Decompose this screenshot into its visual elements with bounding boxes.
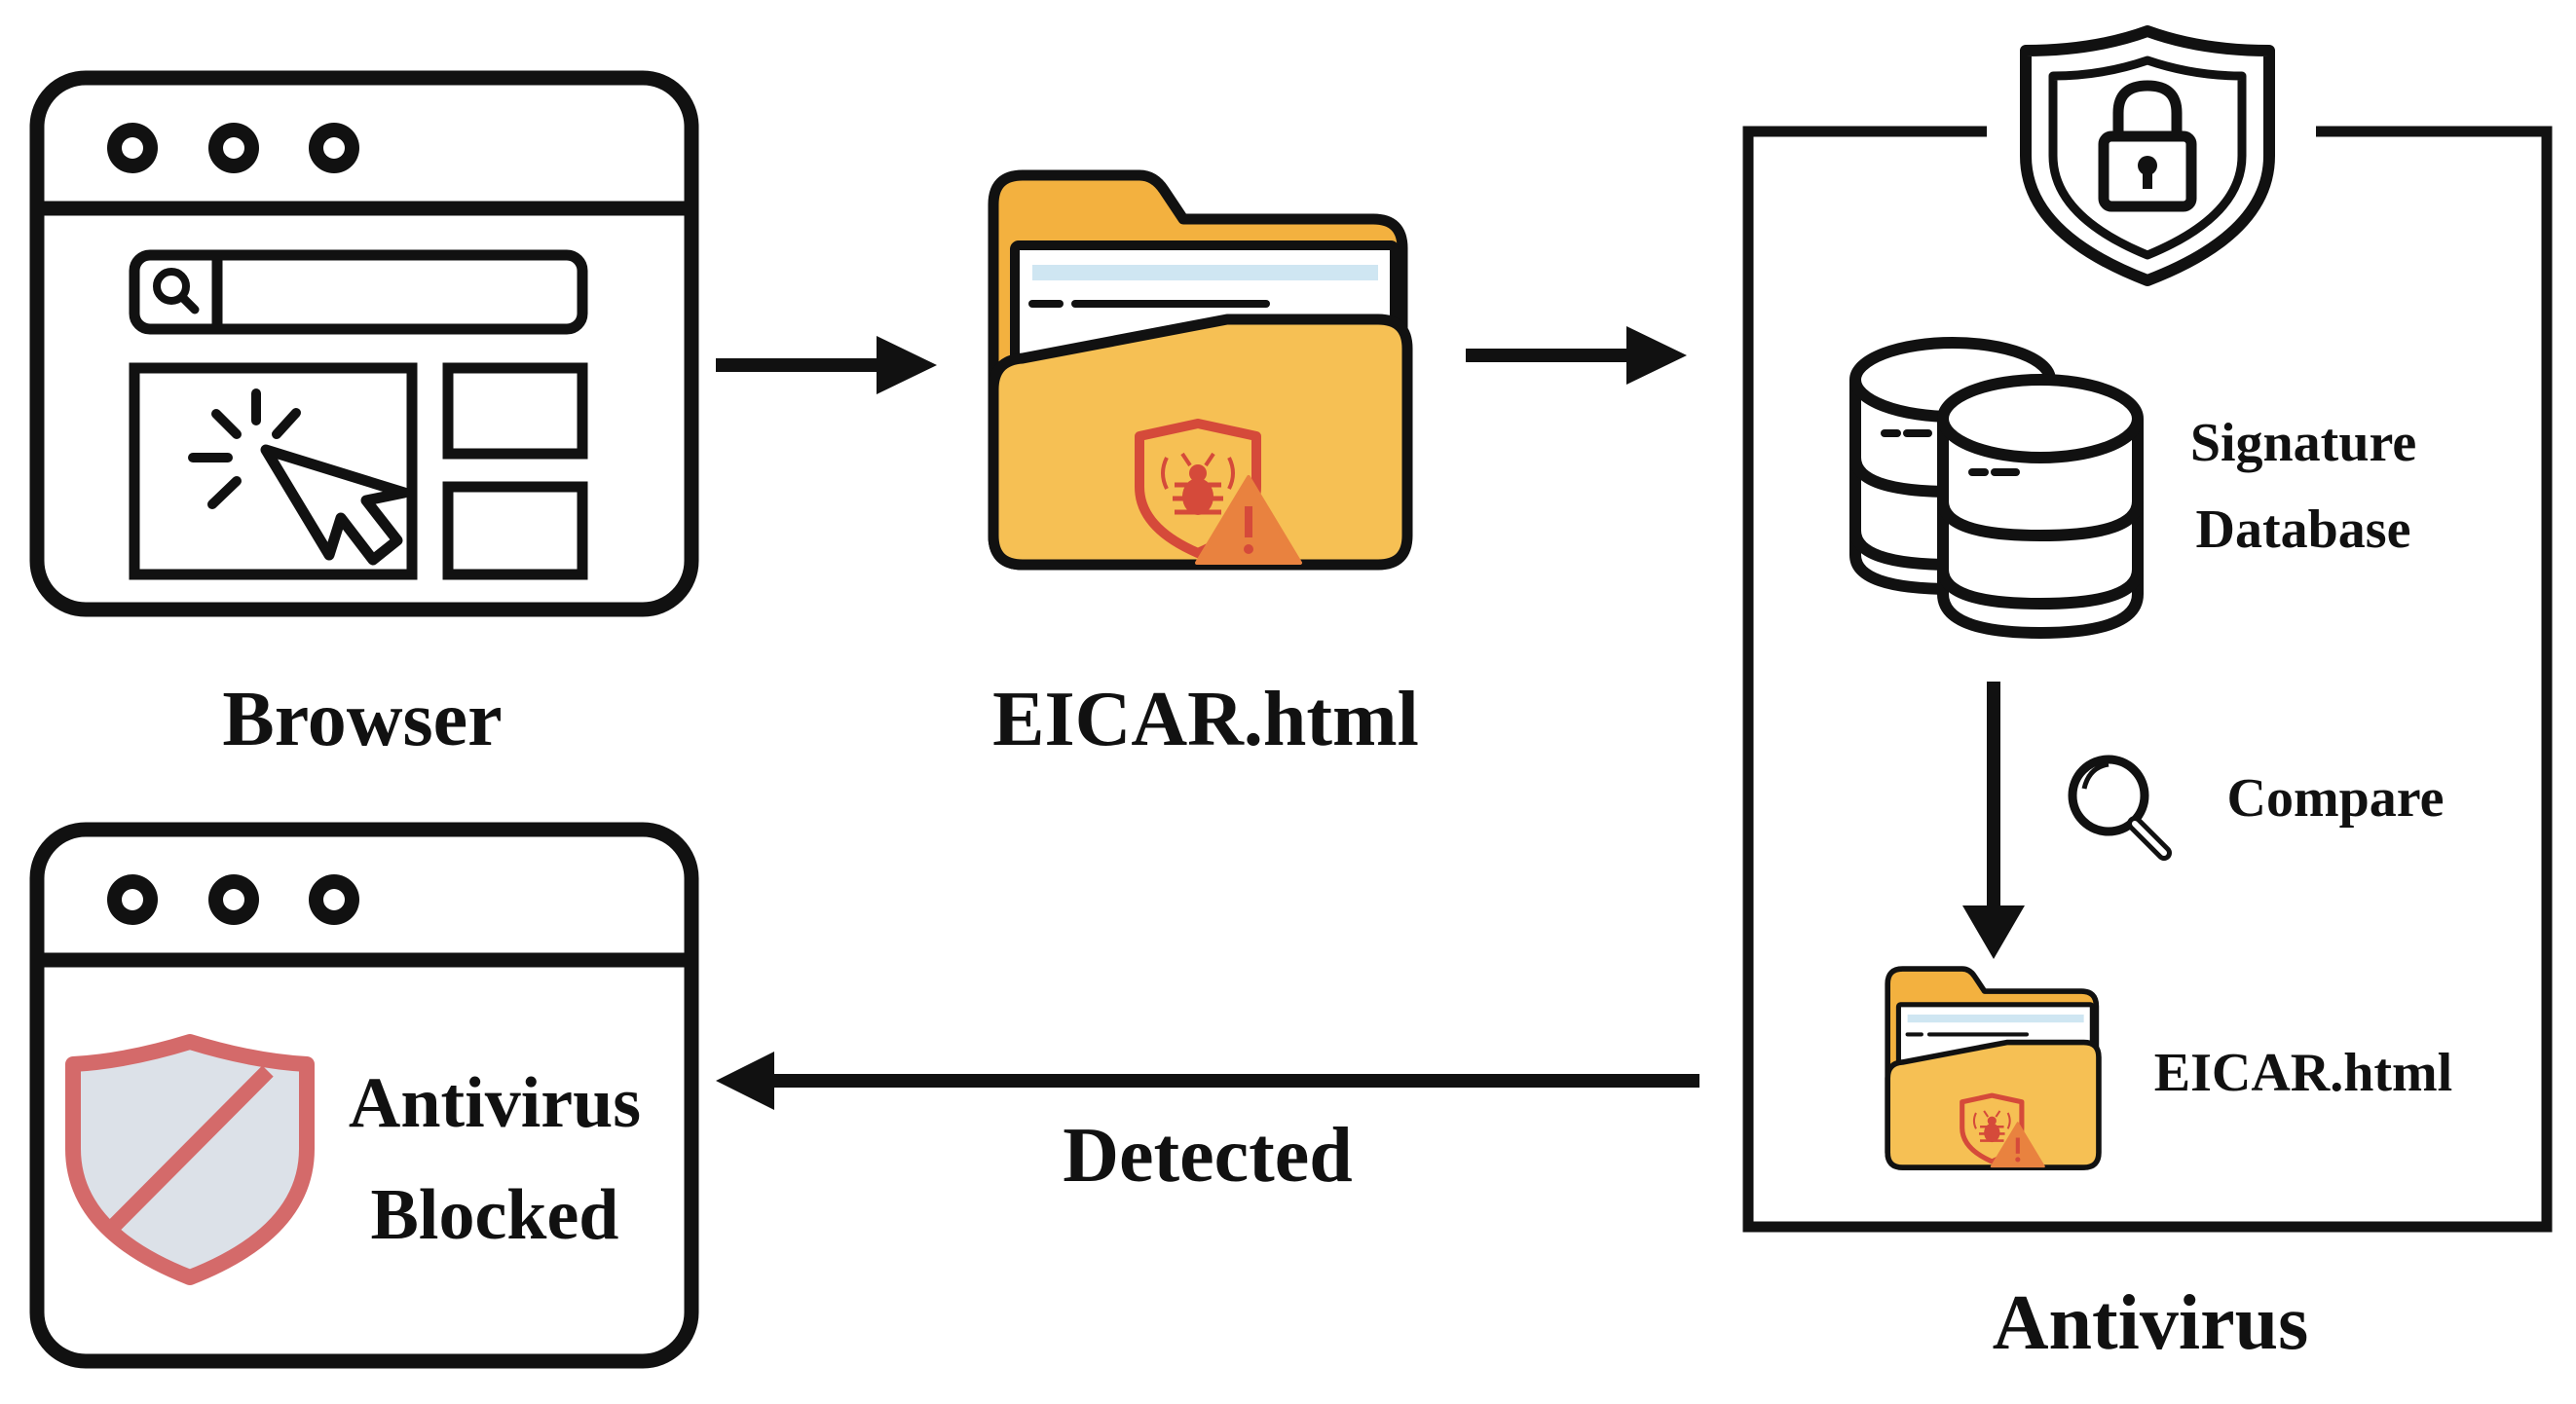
antivirus-label: Antivirus [1993,1280,2309,1366]
shield-blocked-icon [65,1034,315,1285]
magnifier-icon [2068,755,2172,861]
signature-database-label-line1: Signature [2190,413,2416,473]
detected-label: Detected [1063,1113,1353,1199]
arrow-file-to-antivirus [1466,326,1687,385]
signature-database-label-line2: Database [2196,499,2411,560]
arrow-compare-down [1962,682,2025,959]
cursor-icon [260,444,410,566]
antivirus-blocked-line1: Antivirus [349,1063,641,1143]
database-icon [1849,337,2144,640]
shield-lock-icon [2020,25,2275,286]
search-icon [153,268,190,305]
antivirus-blocked-line2: Blocked [371,1175,619,1255]
folder-malware-small-icon [1887,969,2099,1167]
arrow-detected [716,1052,1699,1110]
browser-icon [37,78,691,610]
compare-label: Compare [2227,768,2445,829]
search-bar [129,249,588,335]
antivirus-box [1742,126,2553,1233]
arrow-browser-to-file [716,336,937,394]
folder-malware-icon [993,175,1407,565]
eicar-file-label: EICAR.html [992,677,1419,762]
eicar-file-small-label: EICAR.html [2154,1043,2452,1103]
browser-label: Browser [222,677,502,762]
